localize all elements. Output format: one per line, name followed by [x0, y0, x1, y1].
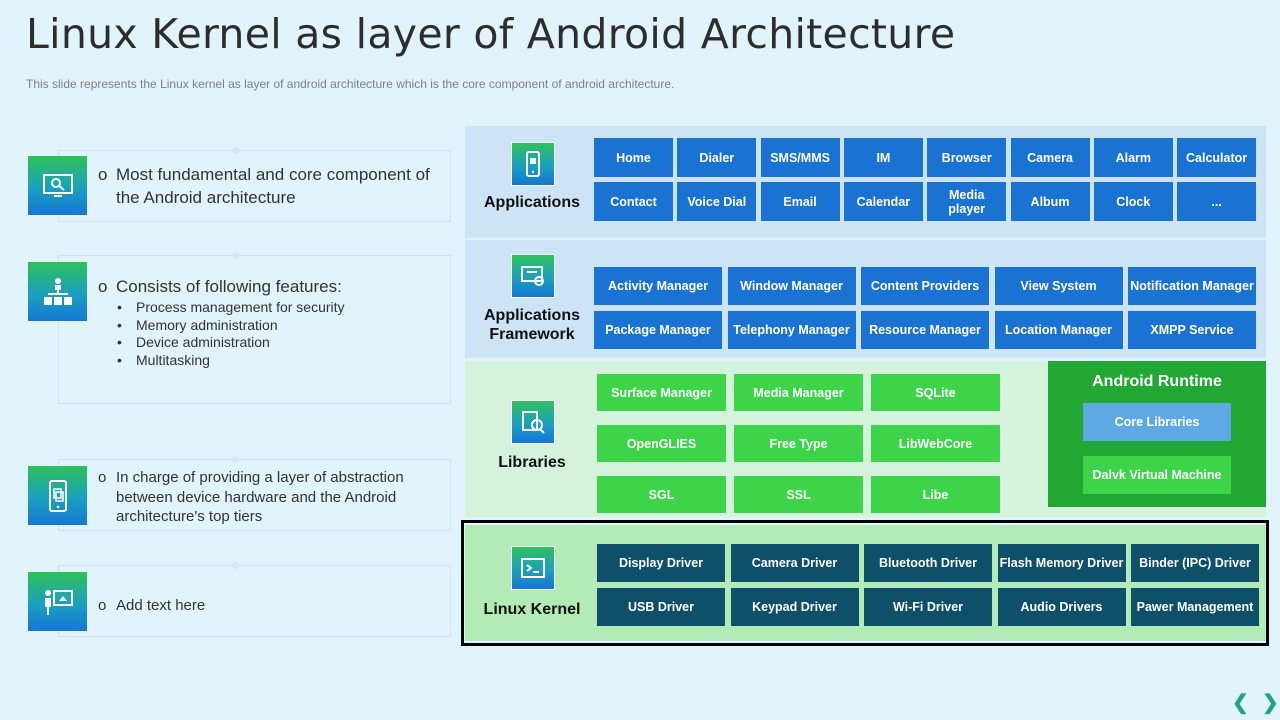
prev-slide-button[interactable]: ❮: [1232, 692, 1249, 714]
feature-item: Multitasking: [117, 352, 448, 370]
driver-block[interactable]: Bluetooth Driver: [864, 544, 992, 582]
library-block[interactable]: Media Manager: [734, 374, 863, 411]
library-block[interactable]: SQLite: [871, 374, 1000, 411]
driver-block[interactable]: Camera Driver: [730, 544, 859, 582]
framework-block[interactable]: Package Manager: [594, 311, 722, 349]
library-block[interactable]: Free Type: [734, 425, 863, 462]
next-slide-button[interactable]: ❯: [1262, 692, 1279, 714]
driver-block[interactable]: Pawer Management: [1131, 588, 1259, 626]
library-block[interactable]: SGL: [597, 476, 726, 513]
app-block[interactable]: Contact: [594, 182, 673, 221]
monitor-user-icon: [28, 156, 87, 215]
slide-title: Linux Kernel as layer of Android Archite…: [26, 10, 956, 58]
card-1-text: o Most fundamental and core component of…: [98, 163, 448, 209]
app-block[interactable]: Alarm: [1093, 138, 1173, 177]
card-bullet: o: [98, 165, 108, 184]
applications-label: Applications: [483, 194, 580, 211]
driver-block[interactable]: Flash Memory Driver: [997, 544, 1126, 582]
library-block[interactable]: OpenGLIES: [597, 425, 726, 462]
library-search-icon: [511, 400, 555, 444]
card-2-body: Consists of following features:: [116, 277, 342, 296]
card-2-text: o Consists of following features: Proces…: [98, 275, 448, 369]
app-block[interactable]: Calculator: [1177, 138, 1257, 177]
mobile-app-icon: [511, 142, 555, 186]
driver-block[interactable]: USB Driver: [597, 588, 725, 626]
card-dot: [232, 252, 239, 259]
app-block[interactable]: Browser: [927, 138, 1007, 177]
card-1-body: Most fundamental and core component of t…: [116, 165, 430, 207]
driver-block[interactable]: Wi-Fi Driver: [864, 588, 992, 626]
terminal-icon: [511, 546, 555, 590]
presenter-icon: [28, 572, 87, 631]
app-block[interactable]: Media player: [927, 182, 1007, 221]
framework-block[interactable]: Resource Manager: [861, 311, 989, 349]
app-block[interactable]: Home: [594, 138, 673, 177]
app-block[interactable]: Album: [1010, 182, 1090, 221]
kernel-highlight-frame: [461, 520, 1269, 646]
library-block[interactable]: LibWebCore: [871, 425, 1000, 462]
app-block[interactable]: ...: [1177, 182, 1257, 221]
feature-item: Device administration: [117, 334, 448, 352]
framework-block[interactable]: Location Manager: [994, 311, 1123, 349]
card-3-body: In charge of providing a layer of abstra…: [116, 469, 404, 525]
libraries-label: Libraries: [498, 454, 566, 471]
framework-block[interactable]: Telephony Manager: [727, 311, 856, 349]
framework-block[interactable]: Notification Manager: [1128, 267, 1256, 305]
card-bullet: o: [98, 277, 108, 296]
card-dot: [232, 456, 239, 463]
card-dot: [232, 562, 239, 569]
card-bullet: o: [98, 469, 107, 486]
library-block[interactable]: Libe: [871, 476, 1000, 513]
framework-block[interactable]: Activity Manager: [594, 267, 722, 305]
app-block[interactable]: Dialer: [677, 138, 757, 177]
kernel-label: Linux Kernel: [483, 601, 581, 618]
framework-block[interactable]: XMPP Service: [1128, 311, 1256, 349]
library-block[interactable]: SSL: [734, 476, 863, 513]
feature-item: Memory administration: [117, 317, 448, 335]
library-block[interactable]: Surface Manager: [597, 374, 726, 411]
app-block[interactable]: SMS/MMS: [760, 138, 840, 177]
driver-block[interactable]: Display Driver: [597, 544, 725, 582]
app-block[interactable]: IM: [843, 138, 923, 177]
app-block[interactable]: Voice Dial: [677, 182, 757, 221]
app-block[interactable]: Camera: [1010, 138, 1090, 177]
card-2: [58, 252, 451, 404]
feature-item: Process management for security: [117, 299, 448, 317]
card-3-text: o In charge of providing a layer of abst…: [98, 468, 443, 527]
settings-screen-icon: [511, 254, 555, 298]
driver-block[interactable]: Keypad Driver: [730, 588, 859, 626]
mobile-device-icon: [28, 466, 87, 525]
card-4-body: Add text here: [116, 597, 206, 614]
core-libraries-block[interactable]: Core Libraries: [1083, 403, 1231, 441]
driver-block[interactable]: Binder (IPC) Driver: [1131, 544, 1259, 582]
runtime-title: Android Runtime: [1092, 373, 1222, 390]
framework-block[interactable]: Window Manager: [727, 267, 856, 305]
app-block[interactable]: Email: [760, 182, 840, 221]
framework-block[interactable]: View System: [994, 267, 1123, 305]
slide-subtitle: This slide represents the Linux kernel a…: [26, 77, 675, 91]
framework-label: Applications Framework: [483, 307, 580, 343]
framework-block[interactable]: Content Providers: [861, 267, 989, 305]
org-chart-icon: [28, 262, 87, 321]
app-block[interactable]: Calendar: [843, 182, 923, 221]
feature-list: Process management for security Memory a…: [98, 299, 448, 369]
card-dot: [232, 147, 239, 154]
card-4-text: o Add text here: [98, 596, 443, 616]
app-block[interactable]: Clock: [1093, 182, 1173, 221]
dalvik-vm-block[interactable]: Dalvk Virtual Machine: [1083, 456, 1231, 494]
card-bullet: o: [98, 597, 107, 614]
driver-block[interactable]: Audio Drivers: [997, 588, 1126, 626]
